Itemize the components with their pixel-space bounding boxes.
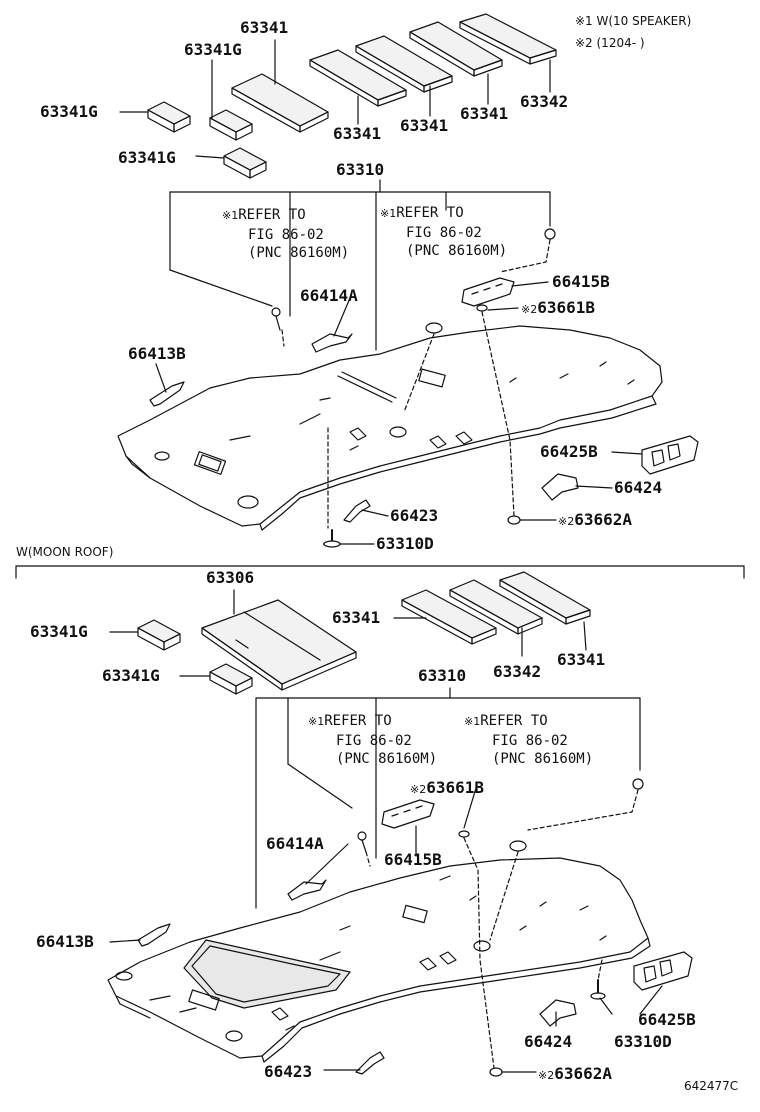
part-66415b-top[interactable]: 66415B: [552, 272, 610, 291]
clip-top-right: [544, 228, 556, 240]
pad-63341g-a: [209, 109, 253, 141]
part-63310d-bottom[interactable]: 63310D: [614, 1032, 672, 1051]
part-63341-e[interactable]: 63341: [332, 608, 381, 627]
refer-note-top-left-2: FIG 86-02: [248, 227, 324, 243]
pad-63341-c: [355, 35, 453, 93]
part-63341-c[interactable]: 63341: [400, 116, 449, 135]
part-63310-top[interactable]: 63310: [336, 160, 385, 179]
part-63341g-e[interactable]: 63341G: [102, 666, 160, 685]
part-63310-bottom[interactable]: 63310: [418, 666, 467, 685]
clip-66413b-top: [149, 381, 185, 407]
refer-note-bottom-left: ※1REFER TO: [308, 713, 392, 729]
pad-63341g-e: [209, 663, 253, 695]
part-63661b-top[interactable]: ※263661B: [521, 298, 596, 317]
refer-note-bottom-right: ※1REFER TO: [464, 713, 548, 729]
part-63342-top[interactable]: 63342: [520, 92, 569, 111]
part-66423-top[interactable]: 66423: [390, 506, 439, 525]
clip-66415b-top: [461, 277, 515, 307]
moon-roof-section-title: W(MOON ROOF): [16, 545, 114, 559]
part-63341-d[interactable]: 63341: [460, 104, 509, 123]
moon-roof-opening: [183, 939, 351, 1009]
part-66424-top[interactable]: 66424: [614, 478, 663, 497]
clip-63662a-bottom: [489, 1067, 503, 1077]
pad-63341-d: [409, 21, 503, 77]
refer-note-bottom-left-3: (PNC 86160M): [336, 751, 438, 767]
clip-66413b-bottom: [137, 923, 171, 947]
pad-63342: [459, 13, 557, 65]
screw-63310d-top: [323, 529, 341, 548]
headliner-top: [117, 325, 663, 527]
legend-note-2: ※2 (1204- ): [575, 36, 645, 50]
refer-note-bottom-right-2: FIG 86-02: [492, 733, 568, 749]
clip-66423-bottom: [355, 1051, 385, 1075]
part-66424-bottom[interactable]: 66424: [524, 1032, 573, 1051]
part-63341g-d[interactable]: 63341G: [30, 622, 88, 641]
pad-63341g-d: [137, 619, 181, 651]
refer-note-top-left-3: (PNC 86160M): [248, 245, 350, 261]
part-63662a-top[interactable]: ※263662A: [558, 510, 633, 529]
clip-66425b-top: [641, 435, 699, 475]
refer-note-top-left: ※1REFER TO: [222, 207, 306, 223]
part-66423-bottom[interactable]: 66423: [264, 1062, 313, 1081]
clip-63661b-bottom: [458, 830, 470, 838]
screw-63310d-bottom: [590, 979, 606, 1000]
part-63306[interactable]: 63306: [206, 568, 255, 587]
refer-note-bottom-right-3: (PNC 86160M): [492, 751, 594, 767]
headliner-bottom: [107, 857, 649, 1059]
clip-66425b-bottom: [633, 951, 693, 991]
pad-63341-f: [499, 571, 591, 625]
part-63310d-top[interactable]: 63310D: [376, 534, 434, 553]
part-66414a-top[interactable]: 66414A: [300, 286, 358, 305]
part-66414a-bottom[interactable]: 66414A: [266, 834, 324, 853]
pad-63341-b: [309, 49, 407, 107]
part-63341g-c[interactable]: 63341G: [118, 148, 176, 167]
light-mount-bottom: [509, 840, 527, 852]
clip-66414a-top: [311, 333, 353, 353]
refer-note-top-right-2: FIG 86-02: [406, 225, 482, 241]
legend-note-1: ※1 W(10 SPEAKER): [575, 14, 692, 28]
part-63341g-a[interactable]: 63341G: [184, 40, 242, 59]
part-66413b-bottom[interactable]: 66413B: [36, 932, 94, 951]
illustration-code: 642477C: [684, 1079, 739, 1093]
screw-top-left: [271, 307, 281, 331]
clip-63662a-top: [507, 515, 521, 525]
pad-63341g-c: [223, 147, 267, 179]
part-63341-a[interactable]: 63341: [240, 18, 289, 37]
part-63342-bottom[interactable]: 63342: [493, 662, 542, 681]
part-63341-b[interactable]: 63341: [333, 124, 382, 143]
screw-bottom-left: [357, 831, 367, 853]
part-63662a-bottom[interactable]: ※263662A: [538, 1064, 613, 1083]
part-66425b-bottom[interactable]: 66425B: [638, 1010, 696, 1029]
clip-66423-top: [343, 499, 371, 523]
pad-63341-e: [401, 589, 497, 645]
pad-63341g-b: [147, 101, 191, 133]
part-66413b-top[interactable]: 66413B: [128, 344, 186, 363]
pad-63341-a: [231, 73, 329, 133]
clip-bottom-right: [632, 778, 644, 790]
clip-63661b-top: [476, 304, 488, 312]
clip-66424-top: [541, 473, 579, 501]
part-63341g-b[interactable]: 63341G: [40, 102, 98, 121]
refer-note-bottom-left-2: FIG 86-02: [336, 733, 412, 749]
refer-note-top-right-3: (PNC 86160M): [406, 243, 508, 259]
refer-note-top-right: ※1REFER TO: [380, 205, 464, 221]
moon-roof-section-bracket: [15, 565, 745, 579]
clip-66415b-bottom: [381, 799, 435, 829]
light-mount-top: [425, 322, 443, 334]
sunshade-63306: [201, 599, 357, 691]
part-66425b-top[interactable]: 66425B: [540, 442, 598, 461]
pad-63342-b: [449, 579, 543, 635]
part-63661b-bottom[interactable]: ※263661B: [410, 778, 485, 797]
clip-66424-bottom: [539, 999, 577, 1027]
part-66415b-bottom[interactable]: 66415B: [384, 850, 442, 869]
part-63341-f[interactable]: 63341: [557, 650, 606, 669]
